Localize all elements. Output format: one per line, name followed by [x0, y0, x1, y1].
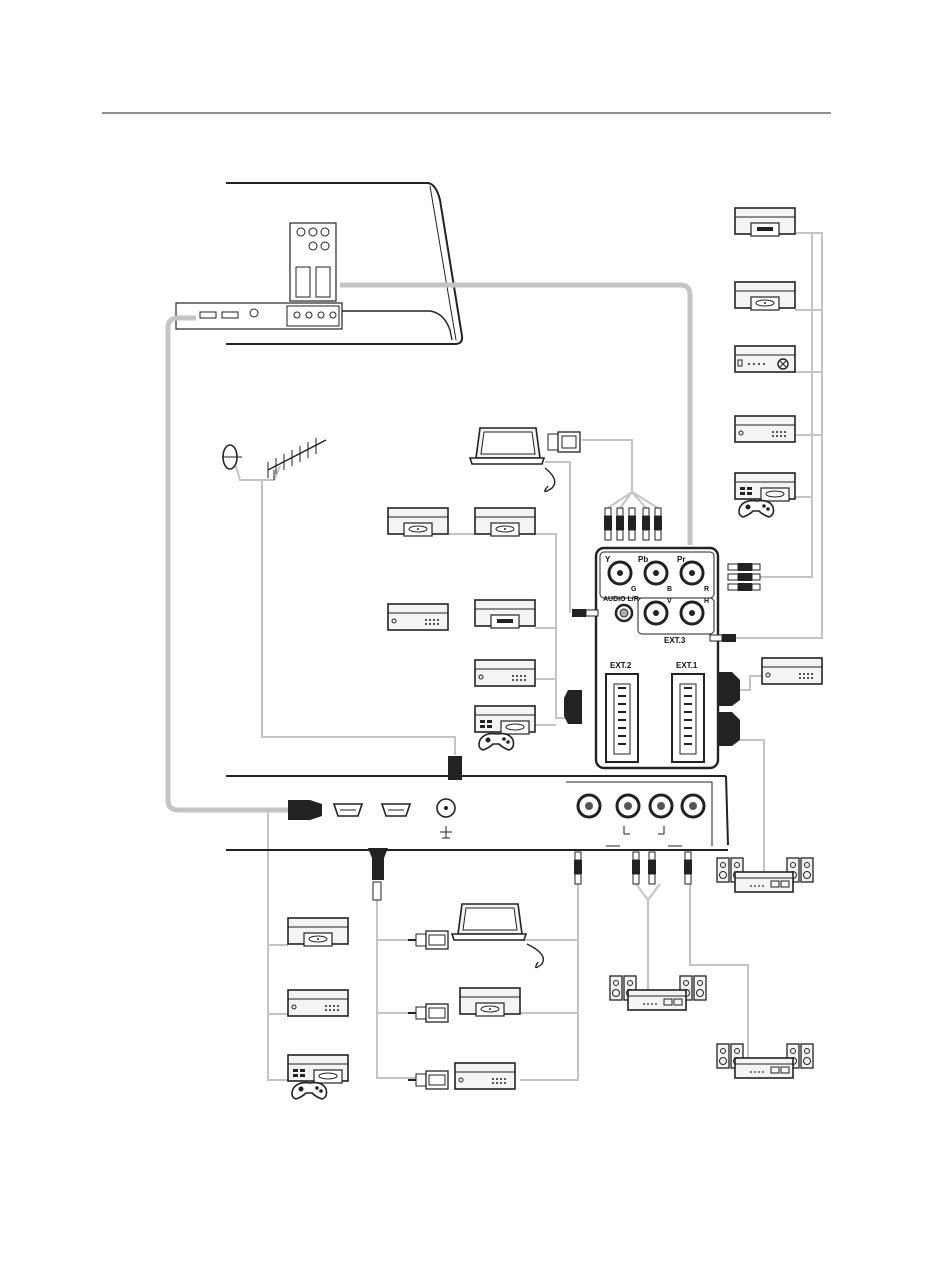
dvd-device-right: [735, 282, 795, 310]
hdmi-port-2: [382, 804, 410, 816]
v-label: V: [667, 598, 672, 605]
rca-plugs-right: [728, 563, 760, 591]
dvd-device-bottom-left: [288, 918, 348, 946]
laptop-top: [470, 428, 544, 464]
vcr-device-top-right: [735, 208, 795, 236]
ext2-scart-port: [606, 674, 638, 762]
component-pr-jack: [681, 562, 703, 584]
ext1-scart-port: [672, 674, 704, 762]
audio-out-jack-3: [650, 795, 672, 817]
satellite-receiver-device: [735, 346, 795, 372]
vga-connector: [548, 432, 580, 452]
audio-lr-jack: [616, 605, 632, 621]
laptop-bottom: [452, 904, 526, 940]
vcr-device-left: [475, 600, 535, 628]
pr-label: Pr: [677, 555, 685, 564]
tv-back-panel: [176, 183, 462, 344]
settop-box-device-bottom-left: [288, 990, 348, 1016]
hdmi-dvi-adapters: [408, 931, 448, 1089]
g-label: G: [631, 586, 637, 593]
ext-connection-panel: Y Pb Pr G B R AUDIO L/R V H EXT.3 EXT.2 …: [596, 548, 718, 768]
dvd-device-left-1: [388, 508, 448, 536]
settop-box-device-mid: [475, 660, 535, 686]
b-label: B: [667, 586, 672, 593]
game-console-device-mid: [475, 706, 535, 750]
h-jack: [681, 602, 703, 624]
amplifier-middle: [610, 976, 706, 1010]
dvd-device-bottom-mid: [460, 988, 520, 1016]
settop-box-device-ext1: [762, 658, 822, 684]
ext1-label: EXT.1: [676, 661, 698, 670]
audio-lr-label: AUDIO L/R: [603, 596, 639, 603]
dvd-device-left-2: [475, 508, 535, 536]
r-label: R: [704, 586, 709, 593]
audio-out-jack-1: [578, 795, 600, 817]
settop-box-device-right: [735, 416, 795, 442]
satellite-dish-icon: [222, 445, 242, 469]
pb-label: Pb: [638, 555, 648, 564]
audio-rca-plugs: [574, 852, 692, 884]
v-jack: [645, 602, 667, 624]
h-label: H: [704, 598, 709, 605]
component-pb-jack: [645, 562, 667, 584]
component-y-jack: [609, 562, 631, 584]
component-rca-plugs: [604, 508, 662, 540]
antenna-port: [437, 799, 455, 838]
settop-box-device-left: [388, 604, 448, 630]
ext2-label: EXT.2: [610, 661, 632, 670]
game-console-device-right: [735, 473, 795, 517]
settop-box-device-bottom-mid: [455, 1063, 515, 1089]
device-cables: [236, 233, 822, 1080]
ext3-label: EXT.3: [664, 636, 686, 645]
amplifier-bottom-right: [717, 1044, 813, 1078]
audio-out-jack-2: [617, 795, 639, 817]
y-label: Y: [605, 555, 611, 564]
hdmi-port-1: [334, 804, 362, 816]
hdmi-plugs: [288, 756, 462, 900]
audio-out-jack-4: [682, 795, 704, 817]
game-console-device-bottom-left: [288, 1055, 348, 1099]
